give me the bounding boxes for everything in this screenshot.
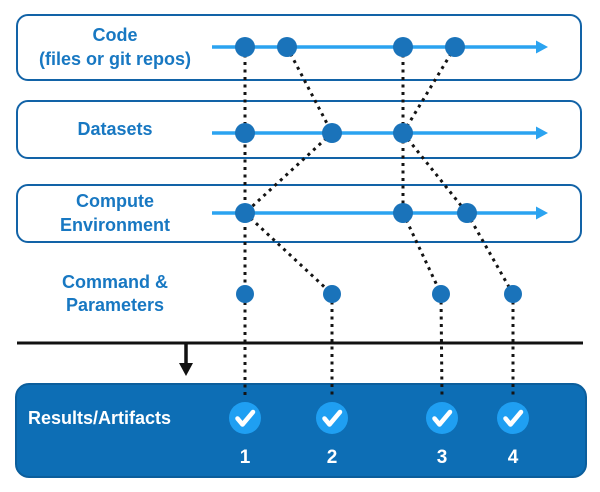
provenance-connector (401, 46, 457, 134)
run-number-label: 4 (508, 447, 519, 468)
command-parameters-version-dot (323, 285, 341, 303)
check-circle (229, 402, 261, 434)
code-version-dot (235, 37, 255, 57)
check-circle (316, 402, 348, 434)
command-parameters-version-dot (432, 285, 450, 303)
down-arrow-head-icon (179, 363, 193, 376)
code-version-dot (445, 37, 465, 57)
check-circle (497, 402, 529, 434)
lane-label-command-parameters: Command & Parameters (61, 271, 168, 315)
command-parameters-version-dot (504, 285, 522, 303)
command-parameters-version-dot (236, 285, 254, 303)
run-number-label: 2 (327, 447, 338, 468)
run-number-label: 3 (437, 447, 448, 468)
compute-environment-version-dot (457, 203, 477, 223)
datasets-version-dot (393, 123, 413, 143)
lane-label-datasets: Datasets (77, 118, 153, 139)
provenance-connector (243, 211, 334, 296)
check-icon (235, 409, 256, 427)
lane-label-compute-environment: Compute Environment (59, 191, 170, 235)
datasets-version-dot (235, 123, 255, 143)
code-timeline-arrowhead-icon (536, 40, 548, 54)
provenance-connector (285, 46, 334, 134)
datasets-timeline-arrowhead-icon (536, 126, 548, 140)
compute-environment-timeline-arrowhead-icon (536, 206, 548, 220)
provenance-connector (439, 293, 444, 398)
code-version-dot (393, 37, 413, 57)
check-icon (432, 409, 453, 427)
lane-label-code: Code (files or git repos) (38, 25, 191, 69)
provenance-connector (465, 212, 515, 295)
results-artifacts-box (15, 383, 587, 478)
provenance-connector (401, 212, 443, 295)
provenance-connector (243, 131, 334, 215)
compute-environment-version-dot (393, 203, 413, 223)
provenance-connector (401, 132, 469, 214)
lane-box-datasets (16, 100, 582, 159)
check-icon (322, 409, 343, 427)
results-artifacts-label: Results/Artifacts (28, 407, 172, 428)
datasets-version-dot (322, 123, 342, 143)
check-icon (503, 409, 524, 427)
run-number-label: 1 (240, 447, 251, 468)
code-version-dot (277, 37, 297, 57)
check-circle (426, 402, 458, 434)
compute-environment-version-dot (235, 203, 255, 223)
